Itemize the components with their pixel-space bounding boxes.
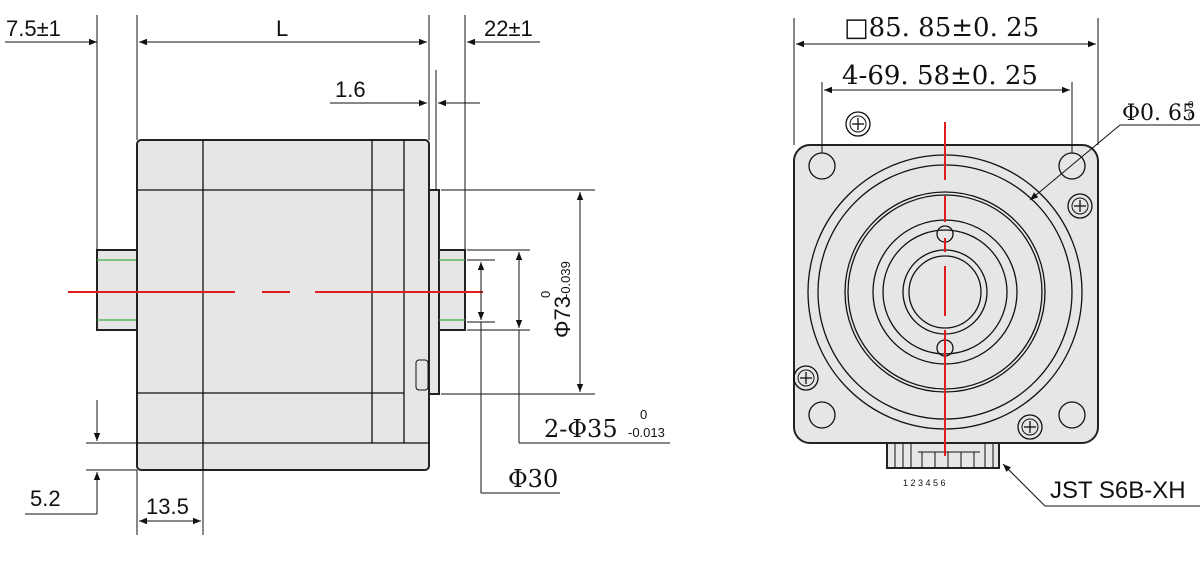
shaft-circle: [908, 255, 982, 329]
dim-square: □85. 85±0. 25: [844, 13, 1039, 43]
mount-hole-bl: [808, 401, 836, 429]
dim-hole-tol-upper: 0: [1188, 100, 1194, 111]
mount-hole-br: [1058, 401, 1086, 429]
front-view: 1 2 3 4 5 6: [793, 13, 1200, 507]
side-view: 7.5±1 L 22±1 1.6 Φ73 0 -0.039 2-Φ35 0 -0…: [5, 15, 670, 535]
dim-hole-spacing: 4-69. 58±0. 25: [842, 61, 1038, 91]
dim-body-length: L: [276, 16, 288, 41]
screw-1-icon: [845, 111, 871, 137]
dim-hole-diameter: Φ0. 65: [1122, 101, 1196, 126]
dim-shaft-flat: Φ30: [508, 465, 558, 493]
dim-hole-tol-lower: 0: [1188, 111, 1194, 122]
connector-label: JST S6B-XH: [1050, 477, 1186, 504]
front-shaft: [438, 249, 466, 331]
screw-2-icon: [1067, 193, 1093, 219]
screw-4-icon: [1017, 414, 1043, 440]
dim-shaft-tol-lower: -0.013: [628, 425, 665, 440]
connector-bump: [415, 359, 429, 391]
connector: [886, 439, 1000, 469]
dim-rear-shaft: 7.5±1: [6, 16, 61, 41]
rear-shaft: [96, 249, 138, 331]
screw-3-icon: [793, 365, 819, 391]
dim-step: 13.5: [146, 494, 189, 519]
dim-pilot-tol-upper: 0: [538, 291, 553, 298]
connector-pin-numbers: 1 2 3 4 5 6: [903, 478, 946, 488]
dim-offset: 5.2: [30, 486, 61, 511]
dim-shaft-diameter: 2-Φ35: [544, 415, 618, 443]
dim-shaft-tol-upper: 0: [640, 407, 647, 422]
dim-front-shaft: 22±1: [484, 16, 533, 41]
dim-pilot-diameter: Φ73: [550, 296, 575, 338]
dim-flange: 1.6: [335, 77, 366, 102]
dim-pilot-tol-lower: -0.039: [558, 261, 573, 298]
